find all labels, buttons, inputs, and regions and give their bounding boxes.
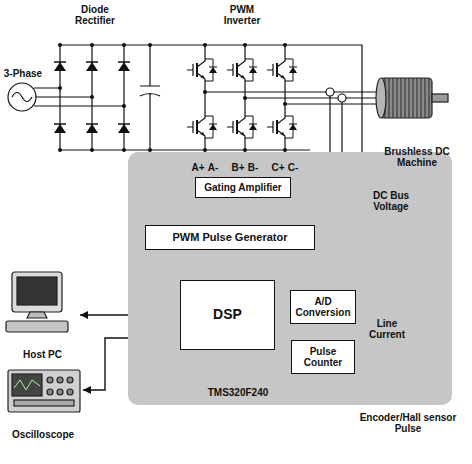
process-box: DSP xyxy=(180,280,275,350)
node-label: Oscilloscope xyxy=(12,429,74,440)
signal-name: B- xyxy=(245,162,261,173)
device-figure: Host PC xyxy=(5,268,80,360)
phase-wires xyxy=(205,92,380,104)
host-pc-icon xyxy=(6,272,68,332)
process-box: Gating Amplifier xyxy=(195,177,291,198)
dsp-board-region: TMS320F240 Gating AmplifierPWM Pulse Gene… xyxy=(128,152,452,405)
node-label: Host PC xyxy=(23,349,62,360)
process-box: PWM Pulse Generator xyxy=(145,225,315,250)
node-label: TMS320F240 xyxy=(168,387,308,398)
part-label: DC Bus Voltage xyxy=(366,190,416,212)
part-label: 3-Phase xyxy=(0,68,46,79)
part-label: Diode Rectifier xyxy=(62,4,128,26)
device-figure: Oscilloscope xyxy=(3,366,83,440)
brushless-machine xyxy=(376,78,448,118)
part-label: Line Current xyxy=(360,318,414,340)
node-label: A/D Conversion xyxy=(294,296,351,318)
device-figure: Brushless DC Machine xyxy=(370,70,464,168)
signal-name: B+ xyxy=(230,162,246,173)
part-label: Encoder/Hall sensor Pulse xyxy=(352,412,464,434)
node-label: Gating Amplifier xyxy=(204,182,281,193)
signal-name: C+ xyxy=(270,162,286,173)
signal-name: A- xyxy=(205,162,221,173)
signal-name: A+ xyxy=(190,162,206,173)
node-label: Brushless DC Machine xyxy=(370,146,464,168)
node-label: Pulse Counter xyxy=(295,346,351,368)
dc-capacitor xyxy=(140,45,160,150)
signal-name: C- xyxy=(285,162,301,173)
process-box: A/D Conversion xyxy=(290,290,355,324)
node-label: DSP xyxy=(213,307,242,322)
ac-source xyxy=(8,83,124,111)
part-label: PWM Inverter xyxy=(212,4,272,26)
process-box: Pulse Counter xyxy=(291,340,355,374)
node-label: PWM Pulse Generator xyxy=(173,231,288,243)
oscilloscope-icon xyxy=(8,370,80,412)
diode-symbols xyxy=(54,62,130,133)
junction-dots xyxy=(58,43,287,152)
